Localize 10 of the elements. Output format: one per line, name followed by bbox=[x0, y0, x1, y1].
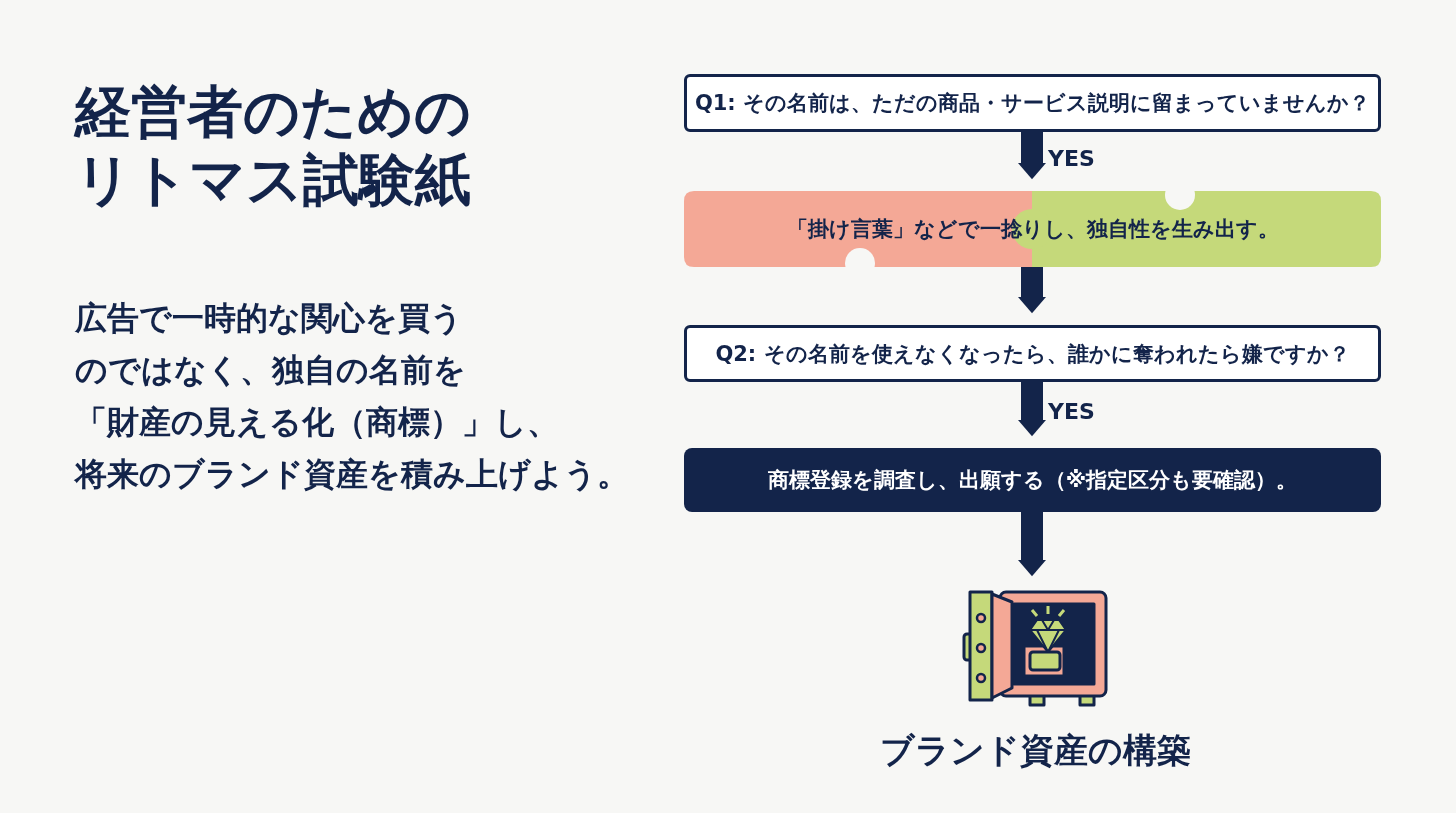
question-box: Q2: その名前を使えなくなったら、誰かに奪われたら嫌ですか？ bbox=[684, 325, 1381, 382]
title: 経営者のためのリトマス試験紙 bbox=[75, 78, 472, 214]
node-label: ブランド資産の構築 bbox=[879, 729, 1191, 772]
arrow bbox=[1018, 132, 1046, 180]
description-text: 広告で一時的な関心を買うのではなく、独自の名前を「財産の見える化（商標）」し、将来のブランド資産を積み上げよう。 bbox=[75, 298, 629, 495]
action-box: 商標登録を調査し、出願する（※指定区分も要確認）。 bbox=[684, 448, 1381, 512]
arrow bbox=[1018, 267, 1046, 314]
arrow bbox=[1018, 512, 1046, 577]
question-box: Q1: その名前は、ただの商品・サービス説明に留まっていませんか？ bbox=[684, 74, 1381, 132]
arrow bbox=[1018, 382, 1046, 437]
